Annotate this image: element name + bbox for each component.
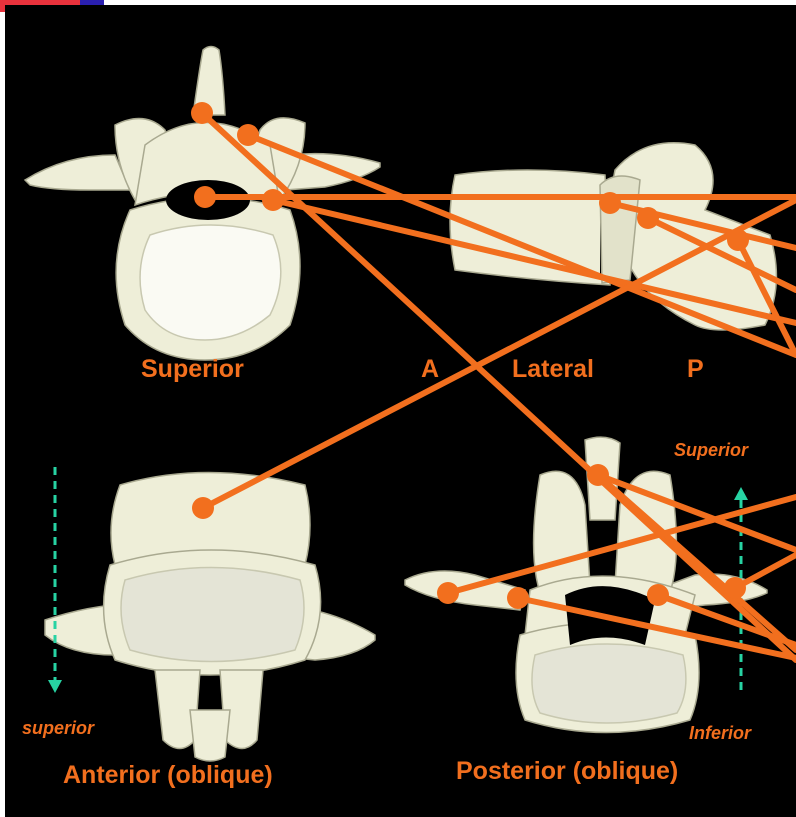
superior-view-label: Superior <box>141 355 244 384</box>
pointer-dot <box>507 587 529 609</box>
pointer-dot <box>192 497 214 519</box>
vertebra-diagram <box>5 5 796 817</box>
direction-inferior-right-label: Inferior <box>689 723 751 744</box>
direction-superior-right-label: Superior <box>674 440 748 461</box>
pointer-dot <box>194 186 216 208</box>
pointer-dot <box>191 102 213 124</box>
pointer-dot <box>587 464 609 486</box>
anterior-oblique-view-label: Anterior (oblique) <box>63 761 273 790</box>
pointer-dot <box>637 207 659 229</box>
direction-superior-left-label: superior <box>22 718 94 739</box>
posterior-marker-label: P <box>687 355 704 384</box>
dashed-arrow-down-icon <box>48 467 62 693</box>
lateral-view-label: Lateral <box>512 355 594 384</box>
pointer-dot <box>237 124 259 146</box>
pointer-dot <box>724 577 746 599</box>
pointer-dot <box>727 229 749 251</box>
pointer-dot <box>262 189 284 211</box>
posterior-oblique-view-label: Posterior (oblique) <box>456 757 678 786</box>
pointer-dot <box>599 192 621 214</box>
pointer-dot <box>647 584 669 606</box>
pointer-dot <box>437 582 459 604</box>
anterior-marker-label: A <box>421 355 439 384</box>
diagram-canvas: Superior A Lateral P Superior superior I… <box>5 5 796 817</box>
